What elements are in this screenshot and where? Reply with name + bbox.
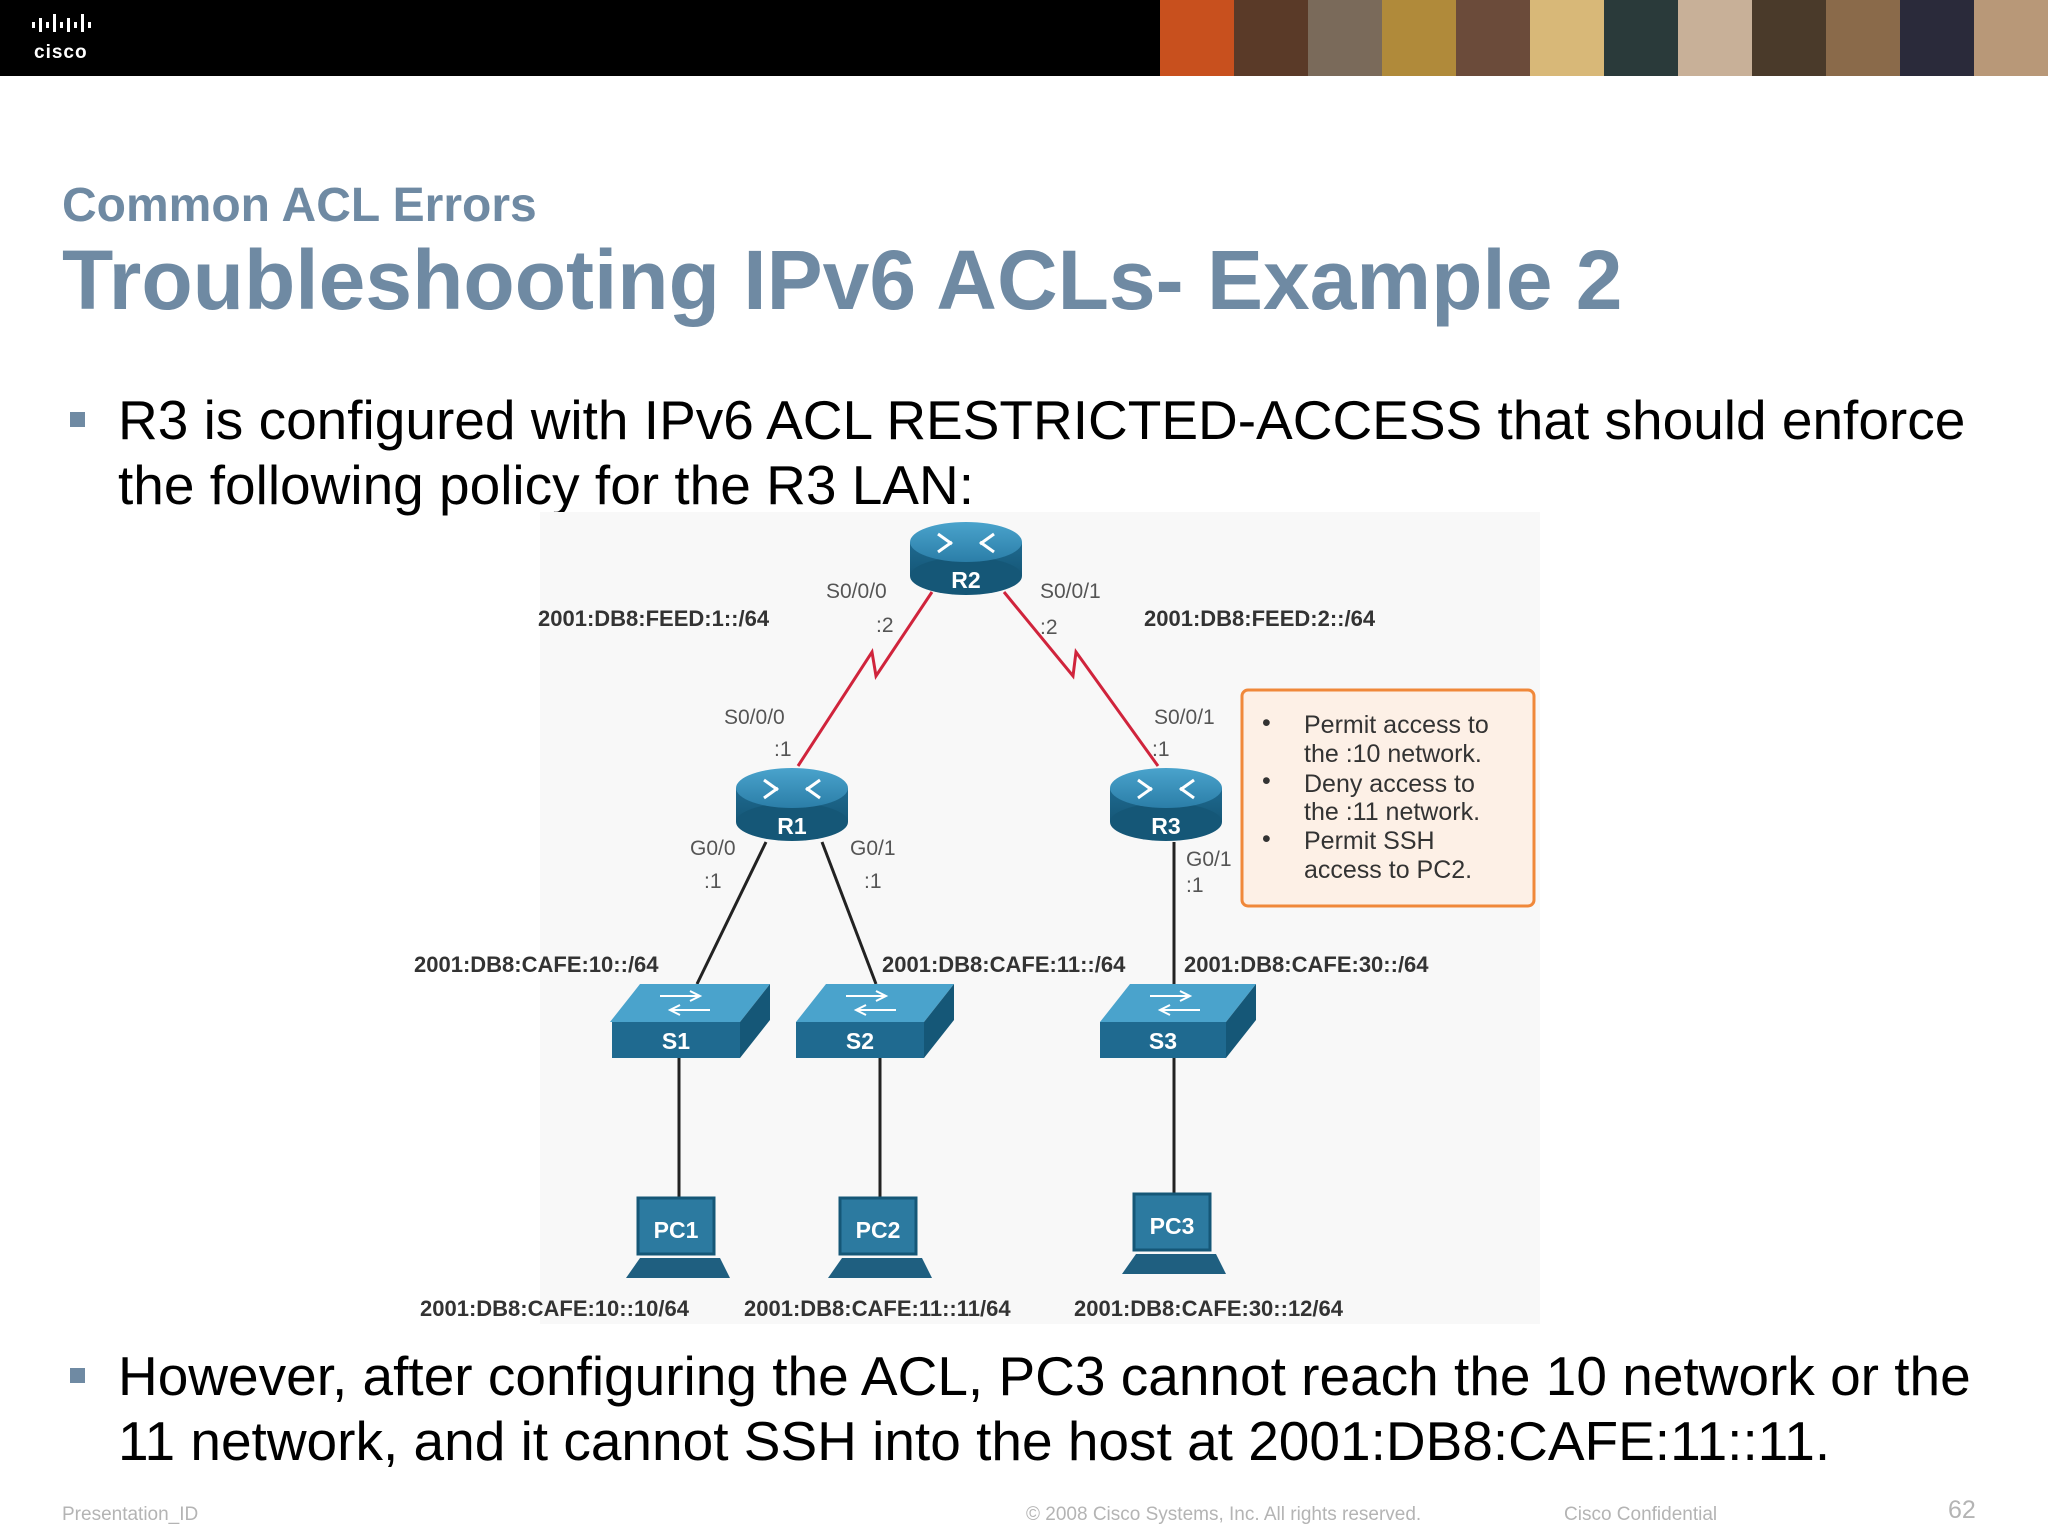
policy-line-3: Deny access to: [1304, 770, 1475, 798]
if-r2-s000-addr: :2: [876, 614, 894, 637]
if-r1-g01-addr: :1: [864, 870, 882, 893]
policy-line-6: access to PC2.: [1304, 856, 1472, 884]
net-feed1: 2001:DB8:FEED:1::/64: [538, 606, 770, 631]
router-r1-icon: R1: [736, 768, 848, 841]
policy-box: • • • Permit access to the :10 network. …: [1240, 688, 1536, 908]
device-label-s1: S1: [662, 1028, 690, 1054]
pc1-icon: PC1: [626, 1196, 730, 1278]
pc3-icon: PC3: [1122, 1192, 1226, 1274]
if-r2-s001: S0/0/1: [1040, 580, 1101, 603]
pc2-icon: PC2: [828, 1196, 932, 1278]
cisco-logo-icon: [32, 14, 91, 32]
host-pc2-address: 2001:DB8:CAFE:11::11/64: [744, 1296, 1011, 1321]
device-label-pc2: PC2: [856, 1217, 901, 1243]
if-r2-s000: S0/0/0: [826, 580, 887, 603]
if-r1-s000-addr: :1: [774, 738, 792, 761]
device-label-s3: S3: [1149, 1028, 1177, 1054]
switch-s2-icon: S2: [796, 984, 954, 1058]
bullet-text-2: However, after configuring the ACL, PC3 …: [118, 1345, 1971, 1472]
if-r1-g00: G0/0: [690, 837, 736, 860]
device-label-s2: S2: [846, 1028, 874, 1054]
device-label-r3: R3: [1151, 813, 1180, 839]
policy-line-4: the :11 network.: [1304, 798, 1480, 826]
device-label-pc1: PC1: [654, 1217, 699, 1243]
router-r2-icon: R2: [910, 522, 1022, 595]
if-r3-s001: S0/0/1: [1154, 706, 1215, 729]
diagram-background: [540, 512, 1540, 1324]
router-r3-icon: R3: [1110, 768, 1222, 841]
device-label-r2: R2: [951, 567, 980, 593]
net-feed2: 2001:DB8:FEED:2::/64: [1144, 606, 1376, 631]
slide-title: Troubleshooting IPv6 ACLs- Example 2: [62, 233, 1623, 327]
switch-s1-icon: S1: [610, 984, 770, 1058]
policy-bullet-3: •: [1262, 825, 1271, 853]
switch-s3-icon: S3: [1100, 984, 1256, 1058]
host-pc3-address: 2001:DB8:CAFE:30::12/64: [1074, 1296, 1344, 1321]
slide-subtitle: Common ACL Errors: [62, 179, 537, 232]
photo-strip: [1160, 0, 2048, 76]
if-r3-g01: G0/1: [1186, 848, 1232, 871]
link-r1-s2: [820, 841, 878, 985]
bullet-square-icon: [70, 412, 85, 427]
host-pc1-address: 2001:DB8:CAFE:10::10/64: [420, 1296, 690, 1321]
device-label-pc3: PC3: [1150, 1213, 1195, 1239]
page-number: 62: [1948, 1496, 1976, 1524]
footer-presentation-id: Presentation_ID: [62, 1504, 199, 1525]
footer-copyright: © 2008 Cisco Systems, Inc. All rights re…: [1026, 1504, 1422, 1525]
policy-line-2: the :10 network.: [1304, 740, 1482, 768]
if-r3-s001-addr: :1: [1152, 738, 1170, 761]
bullet-text-1: R3 is configured with IPv6 ACL RESTRICTE…: [118, 389, 1966, 516]
policy-line-1: Permit access to: [1304, 711, 1489, 739]
if-r2-s001-addr: :2: [1040, 616, 1058, 639]
if-r1-s000: S0/0/0: [724, 706, 785, 729]
if-r1-g00-addr: :1: [704, 870, 722, 893]
policy-bullet-2: •: [1262, 767, 1271, 795]
footer-confidential: Cisco Confidential: [1564, 1504, 1718, 1525]
if-r1-g01: G0/1: [850, 837, 896, 860]
net-cafe10: 2001:DB8:CAFE:10::/64: [414, 952, 659, 977]
policy-line-5: Permit SSH: [1304, 827, 1435, 855]
net-cafe11: 2001:DB8:CAFE:11::/64: [882, 952, 1126, 977]
if-r3-g01-addr: :1: [1186, 874, 1204, 897]
link-r1-s1: [695, 841, 768, 985]
bullet-square-icon: [70, 1368, 85, 1383]
device-label-r1: R1: [777, 813, 807, 839]
serial-link-r2-r3: [1002, 591, 1160, 767]
policy-bullet-1: •: [1262, 709, 1271, 737]
net-cafe30: 2001:DB8:CAFE:30::/64: [1184, 952, 1429, 977]
serial-link-r2-r1: [796, 591, 934, 767]
cisco-wordmark: cisco: [34, 42, 88, 63]
header-bar: cisco: [0, 0, 2048, 76]
